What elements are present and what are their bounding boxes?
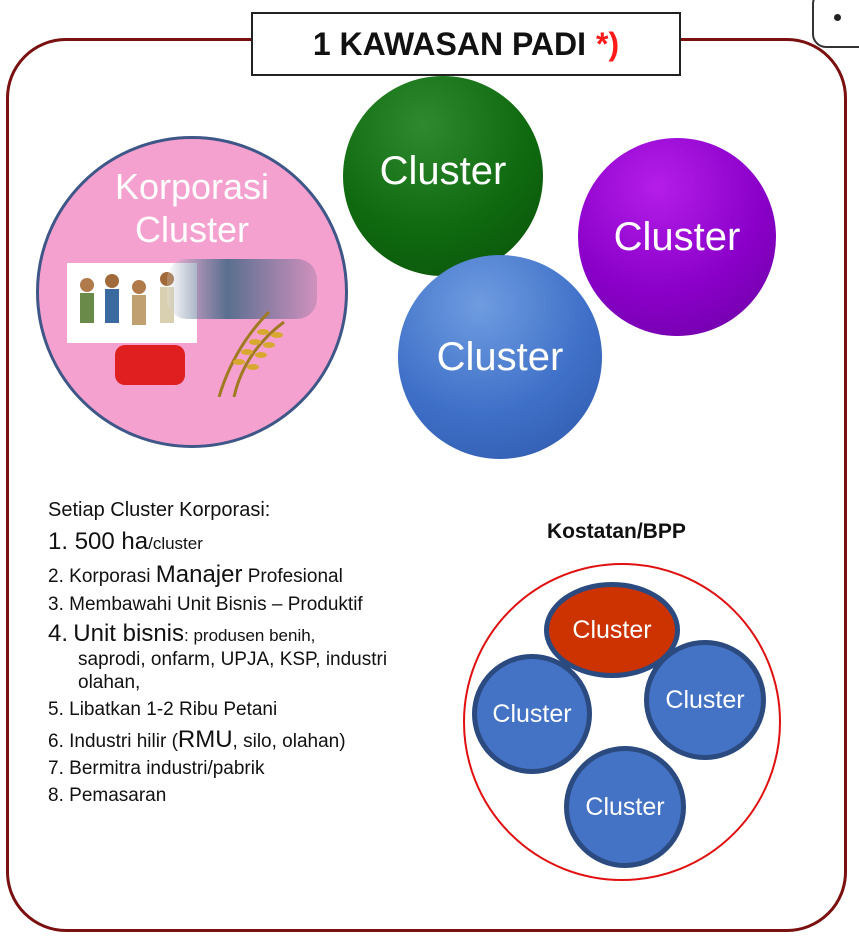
list-item-5: 5. Libatkan 1-2 Ribu Petani [48, 699, 387, 722]
kostatan-cluster-right: Cluster [644, 640, 766, 760]
list-item-7: 7. Bermitra industri/pabrik [48, 758, 387, 781]
item-2-num: 2. [48, 565, 64, 587]
item-6-b: , silo, olahan) [232, 730, 346, 752]
cluster-korporasi-list: Setiap Cluster Korporasi: 1. 500 ha/clus… [48, 498, 387, 812]
rice-stalk-icon [217, 310, 285, 397]
kostatan-cluster-left: Cluster [472, 654, 592, 774]
title-note: *) [596, 25, 620, 62]
korporasi-cluster-circle: Korporasi Cluster [36, 136, 348, 448]
list-heading: Setiap Cluster Korporasi: [48, 499, 271, 521]
korporasi-cluster-label: Korporasi Cluster [114, 166, 270, 251]
item-4-small: : produsen benih, [184, 626, 316, 646]
item-4-cont2: olahan, [78, 671, 141, 693]
corner-box [812, 0, 859, 48]
item-4-cont1: saprodi, onfarm, UPJA, KSP, industri [78, 649, 388, 671]
cluster-green: Cluster [343, 76, 543, 276]
kostatan-label: Kostatan/BPP [547, 520, 686, 543]
farmers-photo [67, 263, 197, 343]
tractor-icon [115, 345, 185, 385]
bullet-dot [834, 14, 841, 21]
title-box: 1 KAWASAN PADI *) [251, 12, 681, 76]
item-8-text: Pemasaran [69, 785, 167, 807]
item-1-num: 1. [48, 528, 69, 555]
item-3-text: Membawahi Unit Bisnis – Produktif [69, 593, 363, 615]
item-5-num: 5. [48, 698, 64, 720]
item-2-big: Manajer [155, 560, 243, 588]
item-3-num: 3. [48, 593, 64, 615]
item-4-big: Unit bisnis [73, 620, 185, 648]
item-6-big: RMU [177, 725, 233, 753]
blurred-overlay [167, 259, 317, 319]
item-7-num: 7. [48, 758, 64, 780]
cluster-purple: Cluster [578, 138, 776, 336]
cluster-blue: Cluster [398, 255, 602, 459]
item-2-a: Korporasi [69, 565, 156, 587]
item-5-text: Libatkan 1-2 Ribu Petani [69, 698, 278, 720]
kostatan-ring [463, 563, 781, 881]
item-4-num: 4. [48, 620, 69, 648]
item-2-b: Profesional [242, 565, 343, 587]
kostatan-cluster-bottom: Cluster [564, 746, 686, 868]
item-8-num: 8. [48, 785, 64, 807]
list-item-6: 6. Industri hilir (RMU, silo, olahan) [48, 726, 387, 755]
list-item-4: 4. Unit bisnis: produsen benih, saprodi,… [48, 620, 387, 694]
list-item-1: 1. 500 ha/cluster [48, 528, 387, 557]
list-item-2: 2. Korporasi Manajer Profesional [48, 561, 387, 590]
list-item-8: 8. Pemasaran [48, 785, 387, 808]
list-item-3: 3. Membawahi Unit Bisnis – Produktif [48, 594, 387, 617]
title-text: 1 KAWASAN PADI [312, 25, 587, 62]
item-6-num: 6. [48, 730, 64, 752]
item-6-a: Industri hilir ( [69, 730, 178, 752]
farmers-illustration [80, 272, 174, 325]
item-1-suffix: /cluster [148, 534, 203, 553]
item-1-main: 500 ha [74, 528, 149, 555]
item-7-text: Bermitra industri/pabrik [69, 758, 265, 780]
